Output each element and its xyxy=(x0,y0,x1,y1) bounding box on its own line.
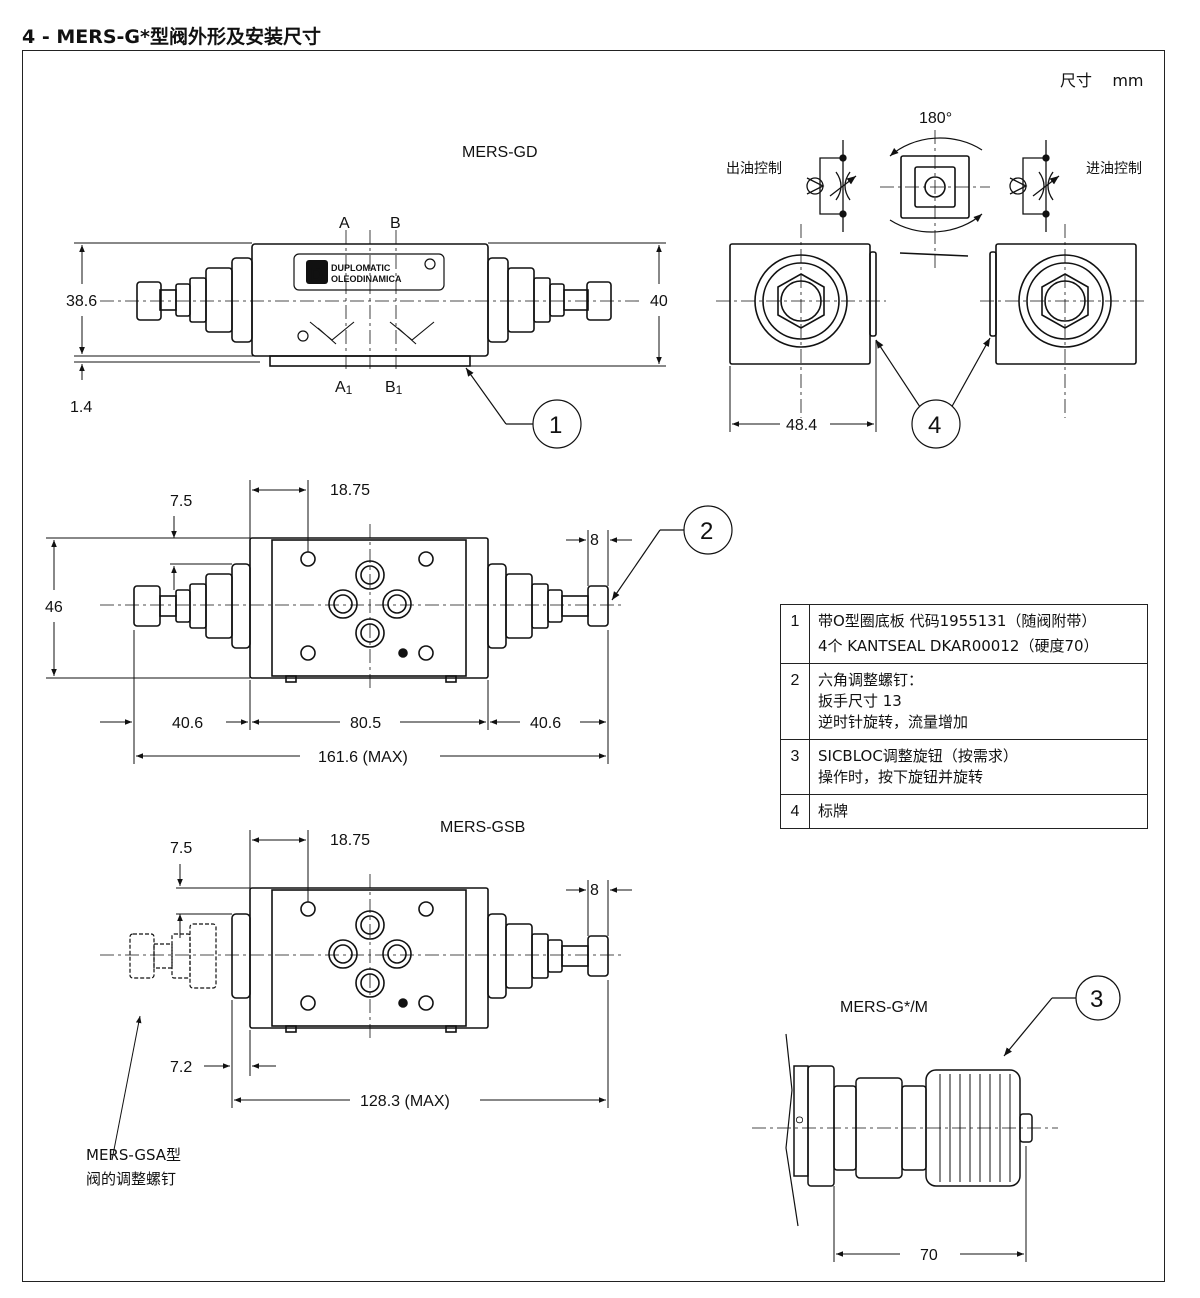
gsa-adjusting-screw xyxy=(129,923,217,989)
callout-4-label: 4 xyxy=(928,412,941,439)
end-views xyxy=(729,137,1137,365)
port-b1-label: B1 xyxy=(385,379,403,397)
dim-40: 40 xyxy=(650,293,668,310)
top-view-body xyxy=(249,537,489,679)
dim-18-75-b: 18.75 xyxy=(330,832,370,849)
callout-4 xyxy=(875,337,991,449)
dim-40-6-right: 40.6 xyxy=(530,715,561,732)
legend-row: 2 六角调整螺钉： 扳手尺寸 13 逆时针旋转，流量增加 xyxy=(780,663,1148,740)
dim-18-75-a: 18.75 xyxy=(330,482,370,499)
legend-line: 标牌 xyxy=(818,802,849,820)
legend-row: 4 标牌 xyxy=(780,794,1148,829)
outlet-control-label: 出油控制 xyxy=(726,161,782,177)
dim-70: 70 xyxy=(920,1247,938,1264)
legend-text: 六角调整螺钉： 扳手尺寸 13 逆时针旋转，流量增加 xyxy=(809,663,1148,740)
dim-40-6-left: 40.6 xyxy=(172,715,203,732)
gm-view-label: MERS-G*/M xyxy=(840,999,928,1016)
callout-3 xyxy=(1003,975,1121,1057)
inlet-control-symbol xyxy=(1009,140,1060,232)
port-a-label: A xyxy=(339,215,350,232)
legend-line: 操作时，按下旋钮并旋转 xyxy=(818,768,984,786)
callout-2-label: 2 xyxy=(700,518,713,545)
legend-line: 扳手尺寸 13 xyxy=(818,692,902,710)
dim-7-5-a: 7.5 xyxy=(170,493,192,510)
legend-text: 标牌 xyxy=(809,794,1148,829)
legend-text: 带O型圈底板 代码1955131（随阀附带） 4个 KANTSEAL DKAR0… xyxy=(809,604,1148,664)
brand-logo-mark: D xyxy=(310,265,323,285)
dim-8-a: 8 xyxy=(590,532,599,549)
dim-7-2: 7.2 xyxy=(170,1059,192,1076)
legend-line: 六角调整螺钉： xyxy=(818,671,924,689)
gsb-view: MERS-GSB xyxy=(231,819,609,1033)
brand-plate xyxy=(293,253,445,291)
legend-num: 3 xyxy=(780,739,810,795)
end-view-right-block xyxy=(995,243,1137,365)
gm-knob-view xyxy=(785,1033,1033,1227)
dim-48-4: 48.4 xyxy=(786,417,817,434)
gd-view-label: MERS-GD xyxy=(462,144,538,161)
port-a1-label: A1 xyxy=(335,379,353,397)
dim-38-6: 38.6 xyxy=(66,293,97,310)
port-b-label: B xyxy=(390,215,401,232)
outlet-control-symbol xyxy=(806,140,857,232)
dim-80-5: 80.5 xyxy=(350,715,381,732)
end-view-left-block xyxy=(729,243,871,365)
legend-num: 1 xyxy=(780,604,810,664)
dim-46: 46 xyxy=(45,599,63,616)
callout-3-label: 3 xyxy=(1090,986,1103,1013)
callout-2 xyxy=(611,505,733,601)
rotation-label: 180° xyxy=(919,110,952,127)
gsa-note-line-2: 阀的调整螺钉 xyxy=(86,1170,176,1188)
legend-line: 4个 KANTSEAL DKAR00012（硬度70） xyxy=(818,637,1099,655)
page-heading: 4 - MERS-G*型阀外形及安装尺寸 xyxy=(22,26,321,48)
dim-128-3: 128.3 (MAX) xyxy=(360,1093,450,1110)
dim-8-b: 8 xyxy=(590,882,599,899)
legend-num: 4 xyxy=(780,794,810,829)
drawing-frame xyxy=(22,50,1165,1282)
gd-top-view xyxy=(133,537,609,683)
dim-161-6: 161.6 (MAX) xyxy=(318,749,408,766)
legend-table: 1 带O型圈底板 代码1955131（随阀附带） 4个 KANTSEAL DKA… xyxy=(780,604,1148,829)
callout-1-label: 1 xyxy=(549,412,562,439)
gd-side-view: MERS-GD xyxy=(136,144,612,367)
legend-text: SICBLOC调整旋钮（按需求） 操作时，按下旋钮并旋转 xyxy=(809,739,1148,795)
legend-line: 带O型圈底板 代码1955131（随阀附带） xyxy=(818,612,1097,630)
dim-7-5-b: 7.5 xyxy=(170,840,192,857)
gm-body-mark: O xyxy=(793,1116,804,1124)
dim-1-4: 1.4 xyxy=(70,399,92,416)
legend-row: 1 带O型圈底板 代码1955131（随阀附带） 4个 KANTSEAL DKA… xyxy=(780,604,1148,664)
legend-num: 2 xyxy=(780,663,810,740)
gd-left-nut xyxy=(231,257,253,343)
units-note: 尺寸 mm xyxy=(1060,71,1144,90)
inlet-control-label: 进油控制 xyxy=(1086,161,1142,177)
gsb-view-label: MERS-GSB xyxy=(440,819,525,836)
legend-row: 3 SICBLOC调整旋钮（按需求） 操作时，按下旋钮并旋转 xyxy=(780,739,1148,795)
callout-1 xyxy=(465,367,582,449)
legend-line: SICBLOC调整旋钮（按需求） xyxy=(818,747,1018,765)
gd-right-nut xyxy=(487,257,509,343)
brand-line-2: OLEODINAMICA xyxy=(331,274,402,284)
brand-line-1: DUPLOMATIC xyxy=(331,263,391,273)
legend-line: 逆时针旋转，流量增加 xyxy=(818,713,969,731)
gd-centerlines xyxy=(100,230,640,372)
gsa-note-line-1: MERS-GSA型 xyxy=(86,1146,181,1164)
